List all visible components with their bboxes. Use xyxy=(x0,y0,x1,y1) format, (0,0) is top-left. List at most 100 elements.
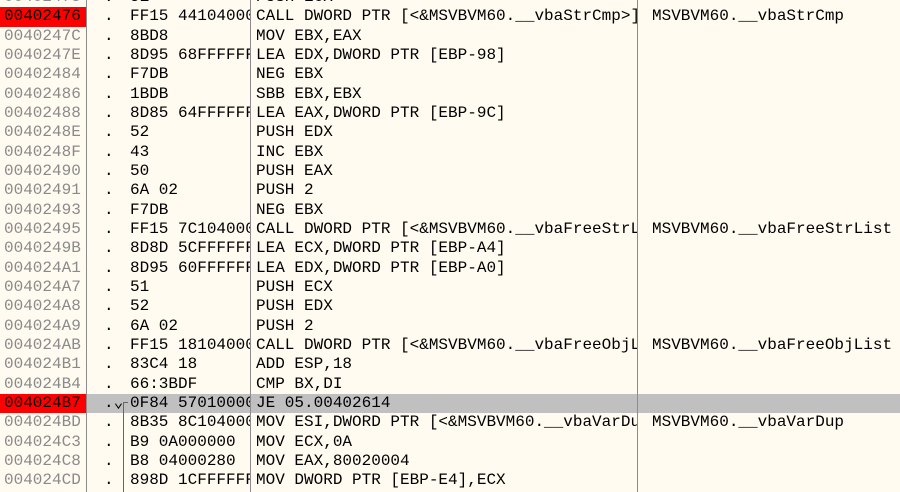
disassembly-cell: CMP BX,DI xyxy=(256,374,343,393)
disassembly-cell: LEA EDX,DWORD PTR [EBP-98] xyxy=(256,45,506,64)
hex-dump-cell: F7DB xyxy=(130,200,169,219)
jump-arrow-line xyxy=(123,402,124,492)
disassembly-cell: MOV ECX,0A xyxy=(256,432,353,451)
disassembly-cell: CALL DWORD PTR [<&MSVBVM60.__vbaStrCmp>] xyxy=(256,7,637,26)
comment-cell: MSVBVM60.__vbaFreeStrList xyxy=(652,219,893,238)
disassembly-cell: PUSH 2 xyxy=(256,316,314,335)
disassembly-cell: MOV DWORD PTR [EBP-E4],ECX xyxy=(256,471,506,490)
comment-cell xyxy=(652,297,900,316)
disassembly-cell: PUSH ECX xyxy=(256,0,637,7)
hex-dump-cell: FF15 18104000 xyxy=(130,335,250,354)
mark-cell: . xyxy=(104,103,114,122)
hex-dump-cell: 8BD8 xyxy=(130,26,169,45)
jump-arrow-start xyxy=(123,402,128,403)
mark-cell: . xyxy=(104,161,114,180)
address-cell: 00402488 xyxy=(4,103,81,122)
address-cell: 004024B1 xyxy=(4,355,81,374)
disassembly-cell: CALL DWORD PTR [<&MSVBVM60.__vbaFreeStrL… xyxy=(256,219,637,238)
address-cell: 00402486 xyxy=(4,84,81,103)
address-cell: 0040249B xyxy=(4,239,81,258)
hex-dump-cell: F7DB xyxy=(130,65,169,84)
comment-cell xyxy=(652,85,900,104)
address-cell: 004024A9 xyxy=(4,316,81,335)
hex-dump-cell: 1BDB xyxy=(130,84,169,103)
hex-dump-cell: 0F84 57010000 xyxy=(130,393,250,412)
mark-cell: . xyxy=(104,7,114,26)
column-divider-hex[interactable] xyxy=(250,0,251,492)
disassembly-cell: PUSH EDX xyxy=(256,123,333,142)
comment-cell: MSVBVM60.__vbaStrCmp xyxy=(652,7,845,26)
hex-dump-cell: 8B35 8C104000 xyxy=(130,413,250,432)
address-cell: 00402493 xyxy=(4,200,81,219)
comment-cell xyxy=(652,104,900,123)
comment-cell xyxy=(652,162,900,181)
address-cell: 004024C3 xyxy=(4,432,81,451)
hex-dump-cell: 8D95 60FFFFFF xyxy=(130,258,250,277)
mark-cell: . xyxy=(104,239,114,258)
hex-dump-cell: 50 xyxy=(130,161,150,180)
comment-cell xyxy=(652,355,900,374)
hex-dump-cell: 8D85 64FFFFFF xyxy=(130,103,250,122)
address-cell: 004024A8 xyxy=(4,297,81,316)
mark-cell: . xyxy=(104,84,114,103)
hex-dump-cell: 8D95 68FFFFFF xyxy=(130,45,250,64)
comment-cell xyxy=(652,143,900,162)
comment-cell xyxy=(652,181,900,200)
column-divider-disasm[interactable] xyxy=(637,0,638,492)
hex-dump-cell: FF15 44104000 xyxy=(130,7,250,26)
hex-dump-cell: 51 xyxy=(130,277,150,296)
disasm-row[interactable]: 00402488. 8D85 64FFFFFF LEA EAX,DWORD PTR … xyxy=(0,104,900,123)
disassembly-cell: PUSH ECX xyxy=(256,277,333,296)
hex-dump-cell: 898D 1CFFFFFF xyxy=(130,471,250,490)
hex-dump-cell: 6A 02 xyxy=(130,316,179,335)
comment-cell xyxy=(652,259,900,278)
disassembly-cell: LEA EAX,DWORD PTR [EBP-9C] xyxy=(256,103,506,122)
hex-dump-cell: 52 xyxy=(130,123,150,142)
mark-cell: . xyxy=(104,258,114,277)
mark-cell: . xyxy=(104,277,114,296)
mark-cell: . xyxy=(104,26,114,45)
disassembly-cell: PUSH EAX xyxy=(256,161,333,180)
address-cell: 004024AB xyxy=(4,335,81,354)
mark-cell: . xyxy=(104,200,114,219)
hex-dump-cell: B9 0A000000 xyxy=(130,432,236,451)
comment-cell xyxy=(652,452,900,471)
mark-cell: . xyxy=(104,451,114,470)
disasm-row[interactable]: 00402486. 1BDB SBB EBX,EBX xyxy=(0,85,900,104)
disassembly-cell: SBB EBX,EBX xyxy=(256,84,362,103)
comment-cell: MSVBVM60.__vbaVarDup xyxy=(652,413,845,432)
mark-cell: . xyxy=(104,355,114,374)
mark-cell: . xyxy=(104,316,114,335)
mark-cell: . xyxy=(104,374,114,393)
comment-cell xyxy=(652,278,900,297)
column-divider-address[interactable] xyxy=(86,0,87,492)
mark-cell: . xyxy=(104,471,114,490)
address-cell: 004024A1 xyxy=(4,258,81,277)
disasm-row[interactable]: 004024A9. 6A 02 PUSH 2 xyxy=(0,317,900,336)
mark-cell: . xyxy=(104,65,114,84)
